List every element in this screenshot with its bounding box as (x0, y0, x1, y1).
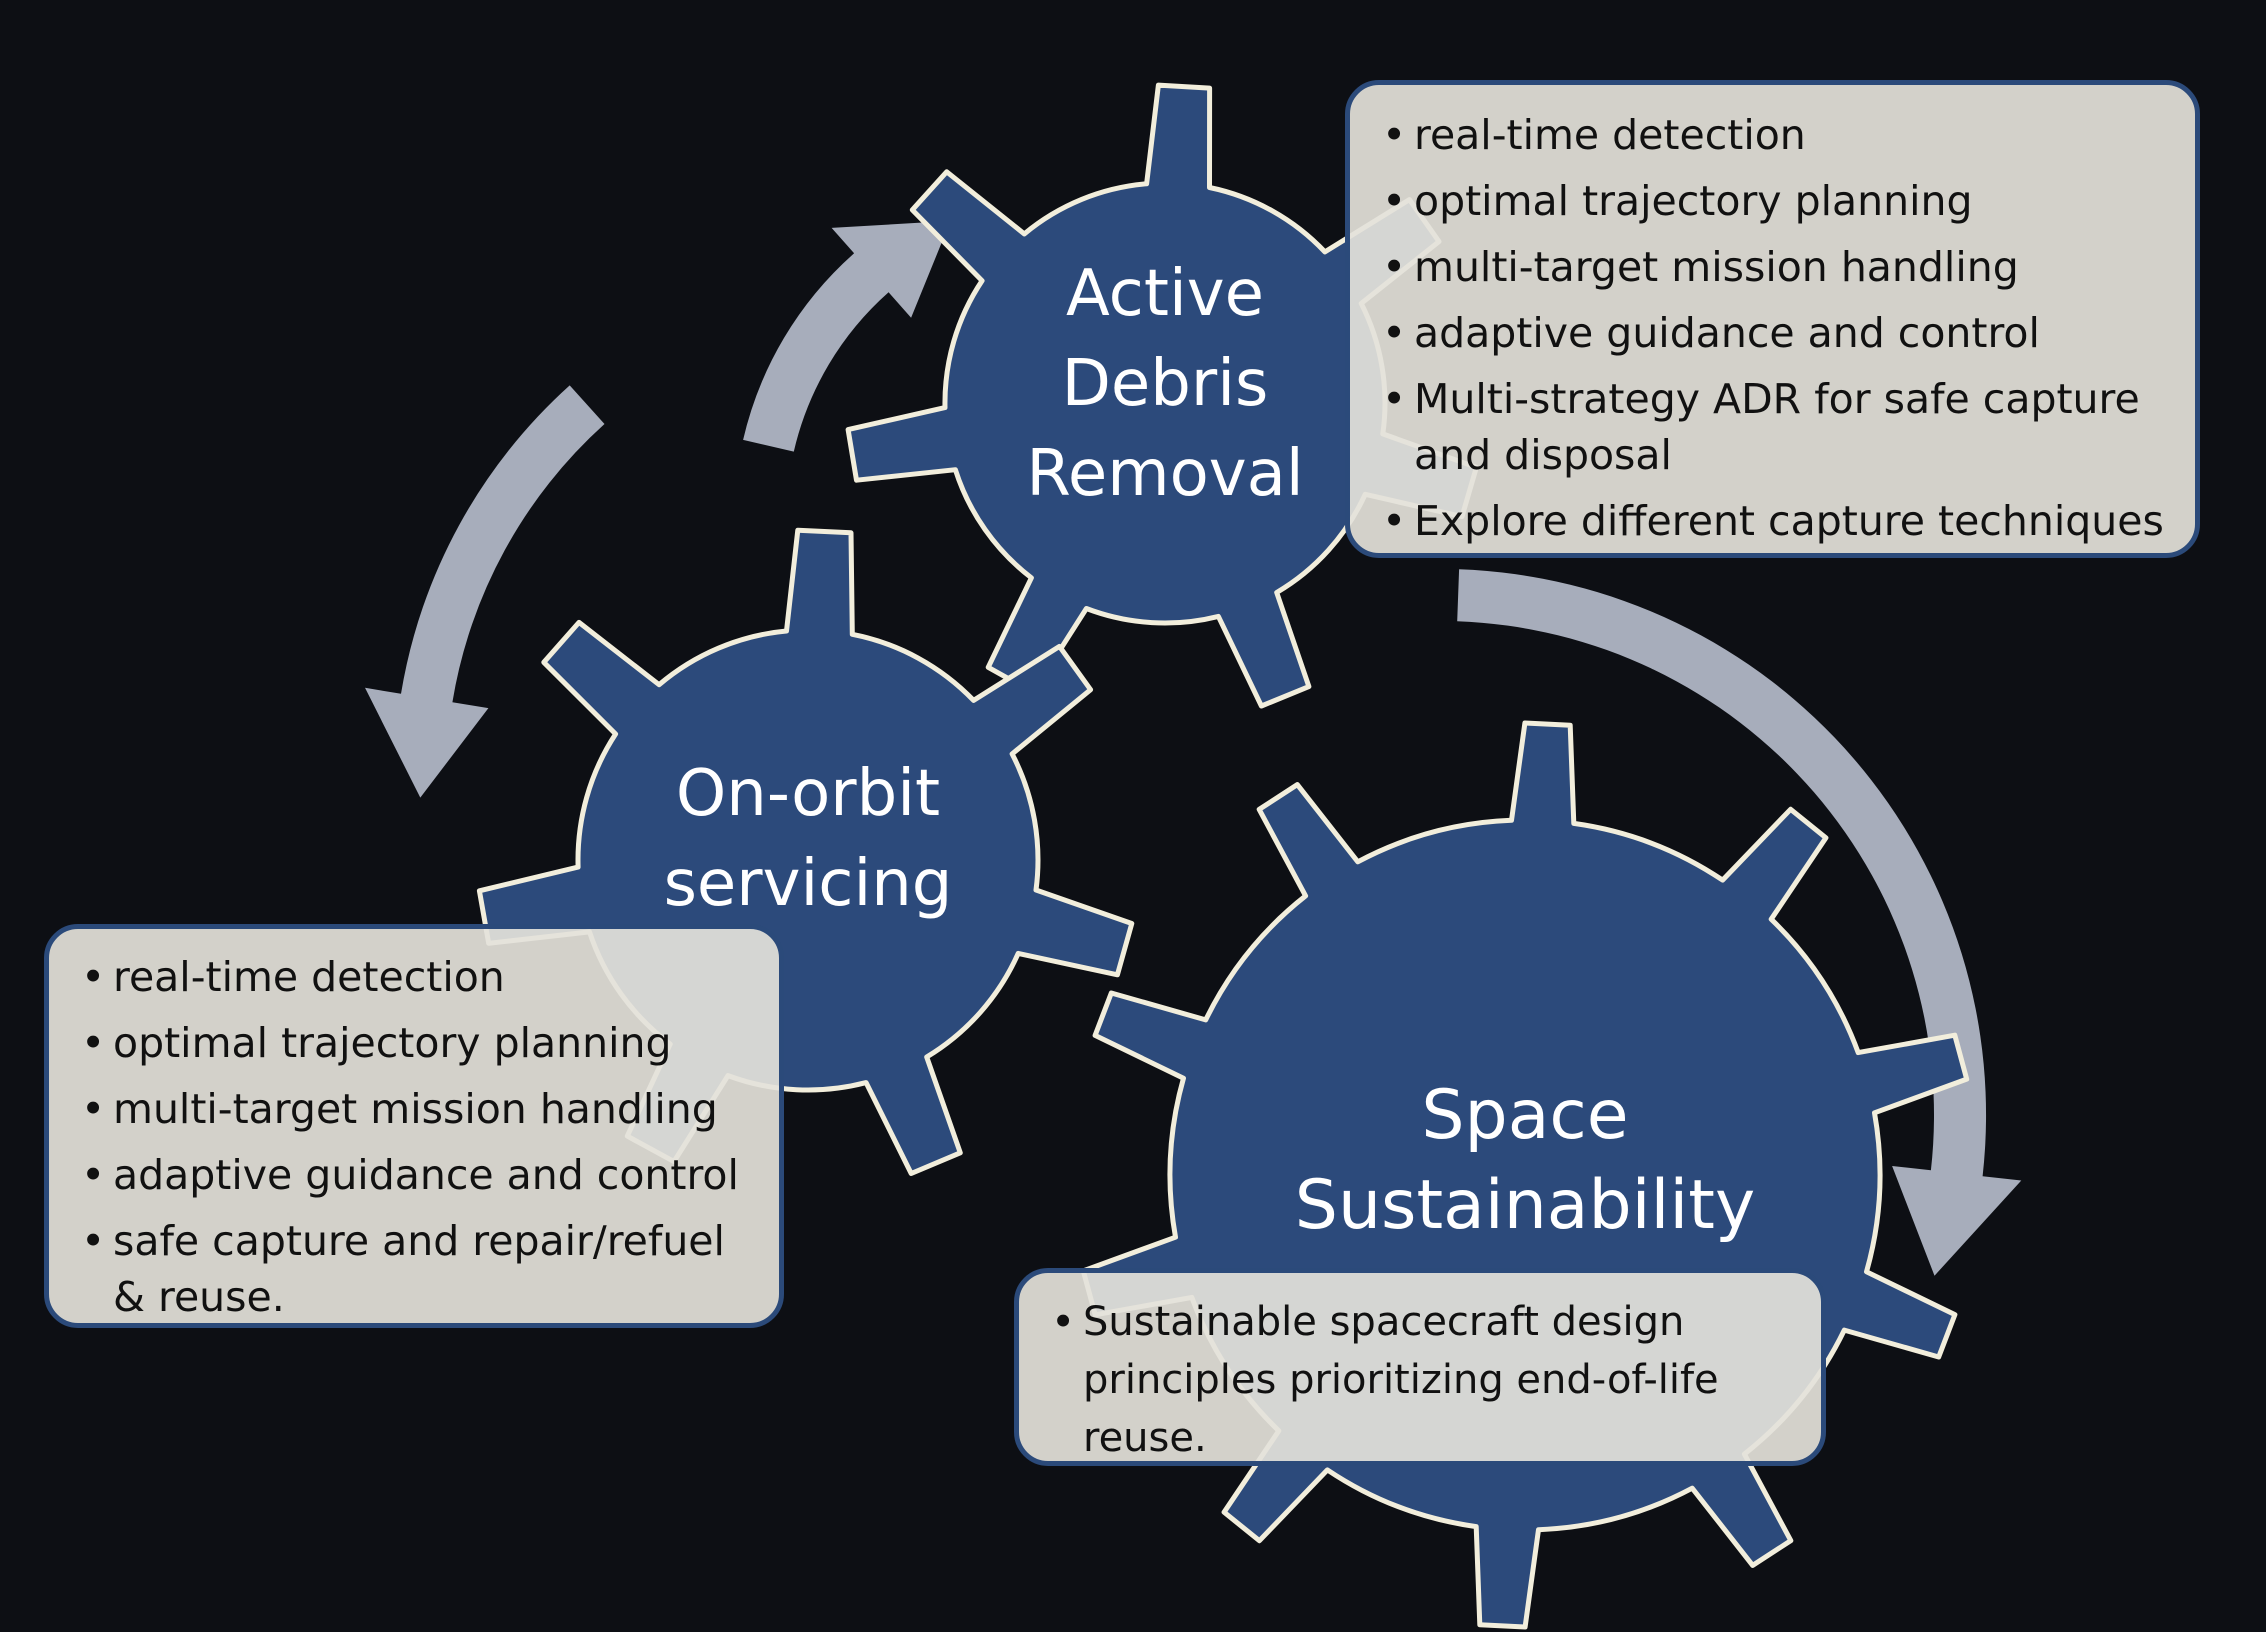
list-item: multi-target mission handling (1378, 239, 2175, 295)
cycle-arrows (365, 220, 2022, 1276)
list-item: Sustainable spacecraft design principles… (1047, 1293, 1801, 1467)
adr-title-line-2: Debris (1062, 347, 1269, 421)
oos-details-list: real-time detection optimal trajectory p… (77, 949, 759, 1325)
list-item: real-time detection (1378, 107, 2175, 163)
ss-title-line-2: Sustainability (1295, 1166, 1755, 1245)
list-item: real-time detection (77, 949, 759, 1005)
ss-details-list: Sustainable spacecraft design principles… (1047, 1293, 1801, 1467)
list-item: Explore different capture techniques (1378, 493, 2175, 549)
adr-title-line-3: Removal (1026, 437, 1303, 511)
gear-titles: Active Debris Removal On-orbit servicing… (664, 257, 1756, 1245)
adr-details-box: real-time detection optimal trajectory p… (1345, 80, 2200, 558)
oos-title-line-1: On-orbit (676, 757, 940, 831)
adr-title-line-1: Active (1066, 257, 1264, 331)
oos-title-line-2: servicing (664, 847, 953, 921)
list-item: optimal trajectory planning (1378, 173, 2175, 229)
ss-title-line-1: Space (1421, 1076, 1628, 1155)
arrow-to-oos (365, 385, 605, 798)
list-item: optimal trajectory planning (77, 1015, 759, 1071)
ss-details-box: Sustainable spacecraft design principles… (1014, 1268, 1826, 1466)
list-item: multi-target mission handling (77, 1081, 759, 1137)
list-item: adaptive guidance and control (1378, 305, 2175, 361)
list-item: safe capture and repair/refuel & reuse. (77, 1213, 759, 1325)
arrow-to-ss (1457, 569, 2022, 1276)
oos-details-box: real-time detection optimal trajectory p… (44, 924, 784, 1328)
list-item: adaptive guidance and control (77, 1147, 759, 1203)
adr-details-list: real-time detection optimal trajectory p… (1378, 107, 2175, 549)
list-item: Multi-strategy ADR for safe capture and … (1378, 371, 2175, 483)
arrow-to-adr (743, 220, 951, 452)
